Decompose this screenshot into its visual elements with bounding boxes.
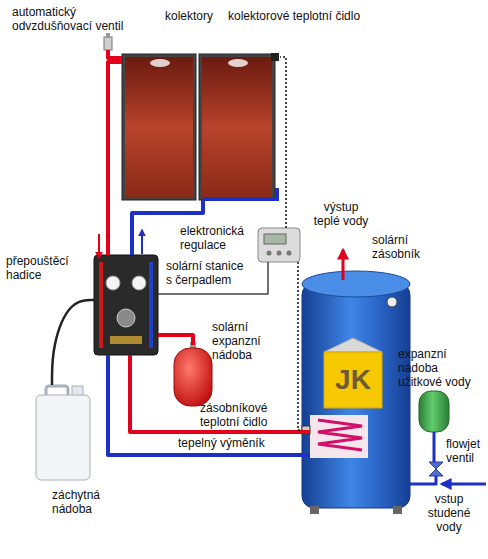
- controller-display: [264, 234, 286, 244]
- component-label: kolektorové teplotní čidlo: [228, 9, 360, 23]
- component-node: kolektory: [122, 54, 275, 200]
- component-label: solární stanice s čerpadlem: [166, 259, 248, 287]
- pipe-connector: [410, 476, 436, 484]
- component-label: tepelný výměník: [178, 436, 265, 450]
- controller-body: [258, 228, 300, 262]
- component-label: záchytná nádoba: [52, 488, 122, 516]
- pipe-connector: [158, 335, 193, 345]
- station-body: [94, 255, 158, 355]
- component-node: solární expanzní nádoba: [172, 345, 214, 410]
- pipe-connector: [298, 262, 302, 430]
- collector-absorber: [202, 57, 272, 197]
- component-node: zásobníkové teplotní čidlo: [302, 426, 310, 434]
- annotation-label: výstup teplé vody: [313, 200, 369, 228]
- exchanger-window: [310, 415, 368, 458]
- component-node: flowjet ventil: [428, 462, 444, 476]
- controller-button: [277, 251, 282, 256]
- canister: [36, 395, 90, 480]
- logo-badge: [324, 352, 382, 408]
- component-label: solární zásobník: [372, 233, 432, 261]
- pipe-connector: [108, 355, 310, 455]
- flow-arrow: [141, 230, 143, 254]
- component-label: expanzní nádoba užitkové vody: [398, 347, 482, 389]
- collector-frame: [122, 54, 196, 200]
- pipe-connector: [108, 50, 122, 58]
- flowjet-valve: [429, 469, 443, 476]
- pipe-connector: [280, 57, 286, 228]
- annotation-label: vstup studené vody: [418, 492, 480, 534]
- station-pipe: [99, 262, 103, 348]
- expansion-vessel: [174, 348, 212, 406]
- tank-top: [302, 271, 410, 297]
- collector-header: [275, 188, 279, 201]
- component-node: expanzní nádoba užitkové vody: [418, 388, 450, 432]
- component-label: automatický odvzdušňovací ventil: [12, 5, 137, 33]
- flowjet-valve: [429, 462, 443, 469]
- tank-foot: [310, 506, 319, 514]
- tank-gauge: [387, 297, 397, 307]
- valve-block: [110, 336, 142, 344]
- component-label: kolektory: [165, 9, 213, 23]
- component-node: automatický odvzdušňovací ventil: [103, 36, 113, 50]
- hot-water-arrow: [342, 250, 345, 280]
- component-label: zásobníkové teplotní čidlo: [200, 401, 294, 429]
- cold-water-arrow: [442, 483, 486, 486]
- storage-tank: [302, 283, 410, 508]
- dhw-expansion-vessel: [419, 391, 449, 432]
- component-label: elektronická regulace: [180, 224, 260, 252]
- flow-arrow: [98, 234, 100, 258]
- air-vent: [104, 37, 112, 50]
- pipe-connector: [108, 62, 122, 255]
- edge-label: přepouštěcí hadice: [6, 254, 86, 282]
- glare: [150, 59, 170, 67]
- collector-header: [203, 197, 277, 201]
- component-node: kolektorové teplotní čidlo: [270, 52, 280, 62]
- component-label: solární expanzní nádoba: [212, 320, 270, 362]
- tank-foot: [393, 506, 402, 514]
- pipe-connector: [130, 355, 310, 432]
- collector-sensor: [271, 53, 279, 61]
- controller-button: [287, 251, 292, 256]
- heat-exchanger-coil: [318, 420, 362, 450]
- pipe-connector: [52, 300, 94, 385]
- station-pipe: [149, 262, 153, 348]
- component-node: tepelný výměník: [310, 415, 368, 458]
- annotation-label: JK: [324, 364, 382, 396]
- air-vent-cap: [106, 33, 110, 38]
- pump: [117, 309, 135, 327]
- collector-frame: [199, 54, 275, 200]
- gauge: [106, 276, 120, 290]
- component-node: záchytná nádoba: [35, 385, 91, 480]
- component-node: elektronická regulace: [258, 228, 300, 262]
- controller-button: [267, 251, 272, 256]
- gauge: [132, 276, 146, 290]
- pipe-connector: [433, 432, 436, 462]
- collector-absorber: [125, 57, 193, 197]
- glare: [228, 59, 248, 67]
- logo-roof: [324, 338, 382, 352]
- component-label: flowjet ventil: [446, 437, 488, 465]
- component-node: solární stanice s čerpadlem: [94, 255, 158, 355]
